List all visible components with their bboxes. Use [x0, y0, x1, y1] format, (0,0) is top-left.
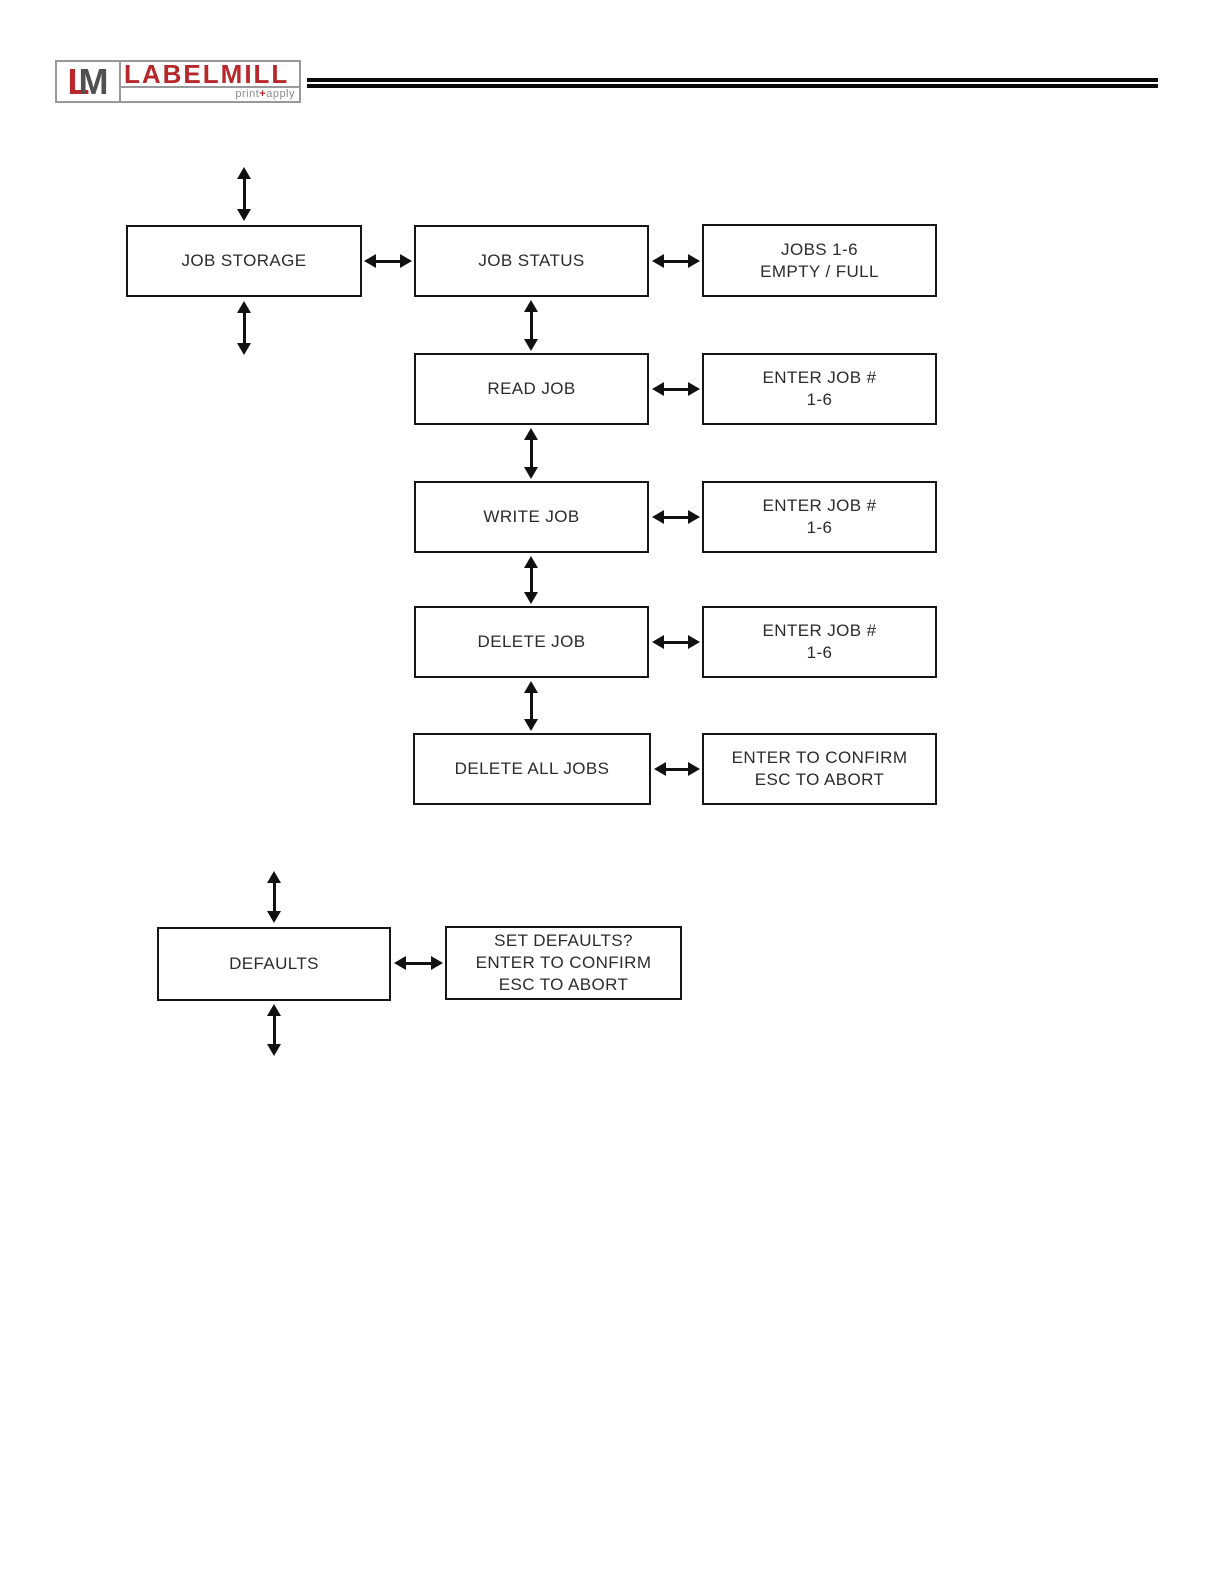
detail-line: EMPTY / FULL [760, 261, 879, 281]
detail-line: SET DEFAULTS? [494, 931, 633, 950]
detail-line: ESC TO ABORT [754, 770, 885, 789]
detail-line: ENTER JOB # [762, 368, 877, 387]
node-job-status-detail: JOBS 1-6 EMPTY / FULL [702, 224, 937, 297]
double-arrow-horizontal-icon [394, 955, 443, 971]
brand-name: LABELMILL [121, 62, 299, 88]
node-label: DELETE ALL JOBS [454, 759, 610, 778]
node-read-job-detail: ENTER JOB # 1-6 [702, 353, 937, 425]
detail-line: ENTER TO CONFIRM [731, 748, 908, 767]
monogram-letter-m: M [78, 60, 109, 102]
node-defaults: DEFAULTS [157, 927, 391, 1001]
node-label: DELETE JOB [477, 632, 586, 651]
node-delete-job-detail: ENTER JOB # 1-6 [702, 606, 937, 678]
detail-line: 1-6 [806, 643, 833, 662]
node-label: WRITE JOB [483, 507, 580, 526]
node-label: READ JOB [487, 379, 576, 398]
node-delete-job: DELETE JOB [414, 606, 649, 678]
node-label: JOB STORAGE [181, 251, 307, 270]
node-defaults-detail: SET DEFAULTS? ENTER TO CONFIRM ESC TO AB… [445, 926, 682, 1000]
tagline-print: print [235, 88, 260, 100]
double-arrow-horizontal-icon [364, 253, 412, 269]
node-job-status: JOB STATUS [414, 225, 649, 297]
scroll-up-double-arrow-icon [266, 871, 282, 923]
node-delete-all-jobs-detail: ENTER TO CONFIRM ESC TO ABORT [702, 733, 937, 805]
node-label: DEFAULTS [229, 954, 319, 973]
labelmill-logo: L M LABELMILL print+apply [55, 60, 301, 103]
double-arrow-vertical-icon [523, 300, 539, 351]
node-job-storage: JOB STORAGE [126, 225, 362, 297]
node-write-job-detail: ENTER JOB # 1-6 [702, 481, 937, 553]
detail-line: JOBS 1-6 [781, 239, 858, 259]
detail-line: ENTER JOB # [762, 621, 877, 640]
tagline-apply: apply [266, 88, 295, 100]
node-delete-all-jobs: DELETE ALL JOBS [413, 733, 651, 805]
double-arrow-horizontal-icon [652, 509, 700, 525]
scroll-up-double-arrow-icon [236, 167, 252, 221]
detail-line: ENTER JOB # [762, 496, 877, 515]
detail-line: ENTER TO CONFIRM [475, 953, 652, 972]
double-arrow-horizontal-icon [652, 381, 700, 397]
monogram-letter-l: L [67, 60, 90, 102]
scroll-down-double-arrow-icon [236, 301, 252, 355]
double-arrow-vertical-icon [523, 428, 539, 479]
node-read-job: READ JOB [414, 353, 649, 425]
double-arrow-vertical-icon [523, 556, 539, 604]
node-label: JOB STATUS [478, 251, 585, 270]
double-arrow-horizontal-icon [652, 634, 700, 650]
double-arrow-vertical-icon [523, 681, 539, 731]
scroll-down-double-arrow-icon [266, 1004, 282, 1056]
header-double-rule [307, 78, 1158, 88]
double-arrow-horizontal-icon [652, 253, 700, 269]
detail-line: ESC TO ABORT [498, 975, 629, 994]
detail-line: 1-6 [806, 390, 833, 409]
tagline-plus-icon: + [259, 88, 267, 100]
node-write-job: WRITE JOB [414, 481, 649, 553]
logo-text-panel: LABELMILL print+apply [121, 62, 299, 101]
double-arrow-horizontal-icon [654, 761, 700, 777]
lm-monogram: L M [57, 62, 121, 101]
detail-line: 1-6 [806, 518, 833, 537]
brand-tagline: print+apply [121, 88, 299, 101]
